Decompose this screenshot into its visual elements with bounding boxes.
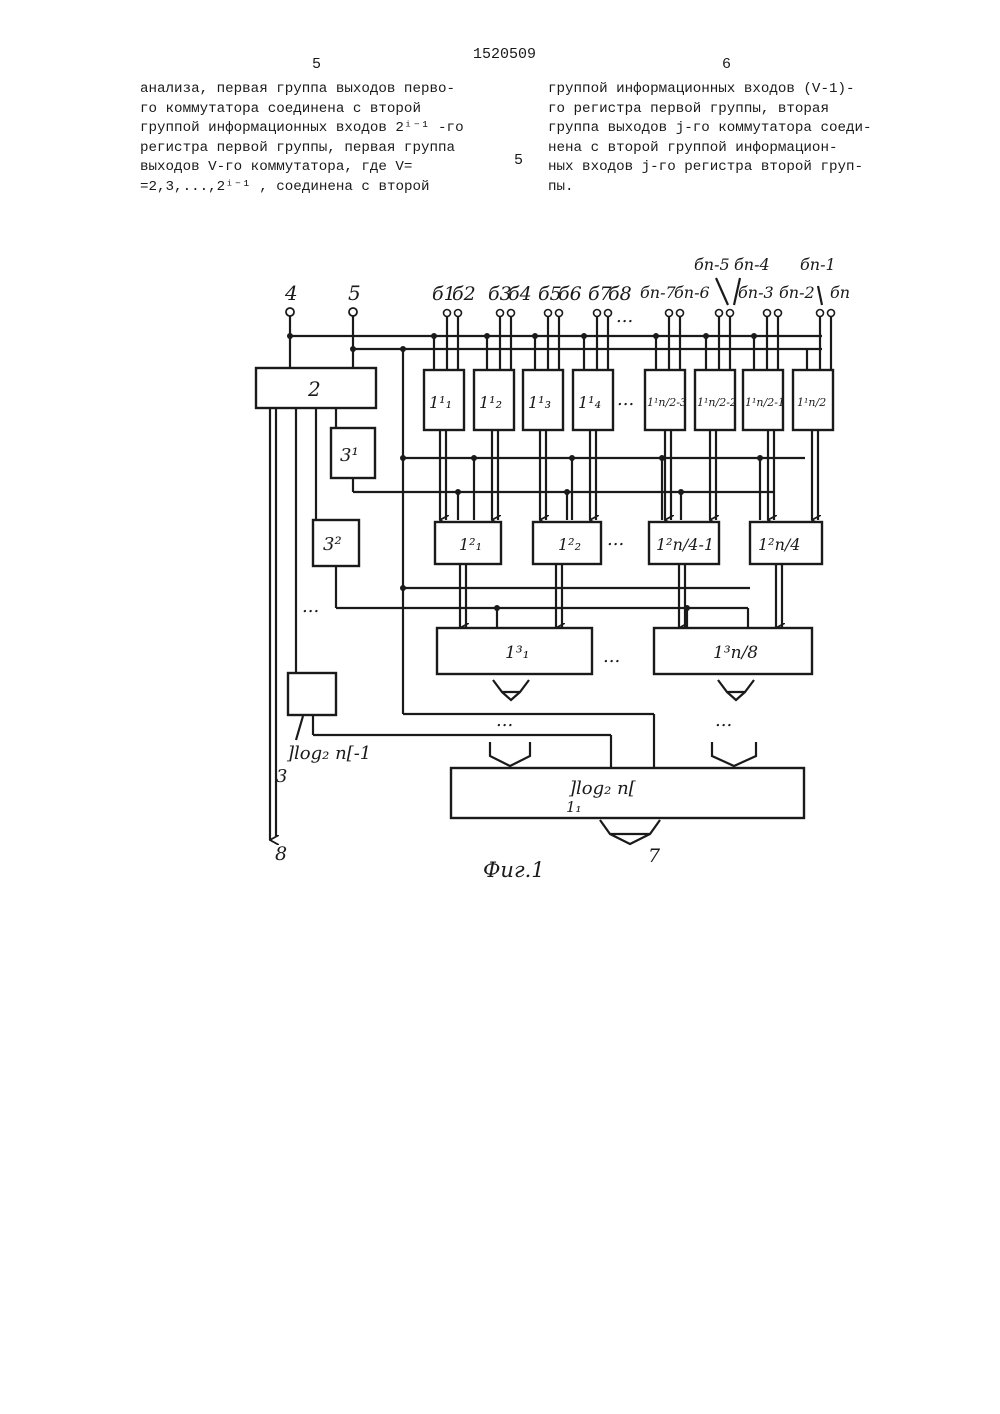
- block-label: 1³n/8: [713, 643, 758, 663]
- bit-label: б4: [508, 283, 532, 305]
- block-label: 1²n/4-1: [656, 535, 714, 554]
- block-label: 1¹₁: [429, 393, 452, 412]
- control-block-3-last: [288, 673, 336, 715]
- block-label: 1¹n/2-2: [697, 396, 737, 409]
- block-label: 1²₁: [459, 535, 482, 554]
- ellipsis: ...: [715, 710, 732, 731]
- bit-label: бп-6: [674, 283, 710, 302]
- bit-label: б6: [558, 283, 582, 305]
- block-label: 3²: [323, 534, 342, 555]
- bit-label: бп-1: [800, 255, 836, 274]
- block-label: 1¹n/2-3: [647, 396, 687, 409]
- terminal-label-8: 8: [275, 843, 287, 865]
- block-label: 1¹₄: [578, 393, 601, 412]
- terminal-label-4: 4: [284, 281, 298, 305]
- block-label: 3¹: [340, 445, 359, 466]
- block-label: 1¹n/2: [797, 396, 826, 409]
- bit-label: б2: [452, 283, 476, 305]
- block-label: 2: [307, 377, 321, 401]
- bit-label: бп-3: [738, 283, 774, 302]
- ellipsis: ...: [617, 389, 634, 410]
- block-label: 1²₂: [558, 535, 581, 554]
- figure-caption: Фиг.1: [483, 858, 545, 882]
- terminal-4: [286, 308, 294, 316]
- block-label: ]log₂ n[-1: [286, 743, 371, 764]
- block-label: ]log₂ n[: [568, 778, 637, 799]
- block-label: 1¹₃: [528, 393, 551, 412]
- block-label: 1²n/4: [758, 535, 800, 554]
- bit-label: б8: [608, 283, 632, 305]
- ellipsis: ...: [603, 646, 620, 667]
- terminal-5: [349, 308, 357, 316]
- bit-label: бп-4: [734, 255, 770, 274]
- bit-label: бп-2: [779, 283, 815, 302]
- block-label: 1¹₂: [479, 393, 502, 412]
- ellipsis: ...: [496, 710, 513, 731]
- bit-label: бп-7: [640, 283, 676, 302]
- ellipsis: ...: [302, 596, 319, 617]
- block-label: 1³₁: [505, 643, 529, 663]
- terminal-label-7: 7: [648, 845, 661, 867]
- ellipsis: ...: [607, 529, 624, 550]
- bit-label: бп-5: [694, 255, 730, 274]
- block-label: 1₁: [566, 798, 582, 816]
- terminal-label-5: 5: [348, 281, 361, 305]
- bit-label: бп: [830, 283, 850, 302]
- terminal-label-3: 3: [276, 766, 287, 787]
- ellipsis: ...: [616, 306, 633, 327]
- block-label: 1¹n/2-1: [745, 396, 785, 409]
